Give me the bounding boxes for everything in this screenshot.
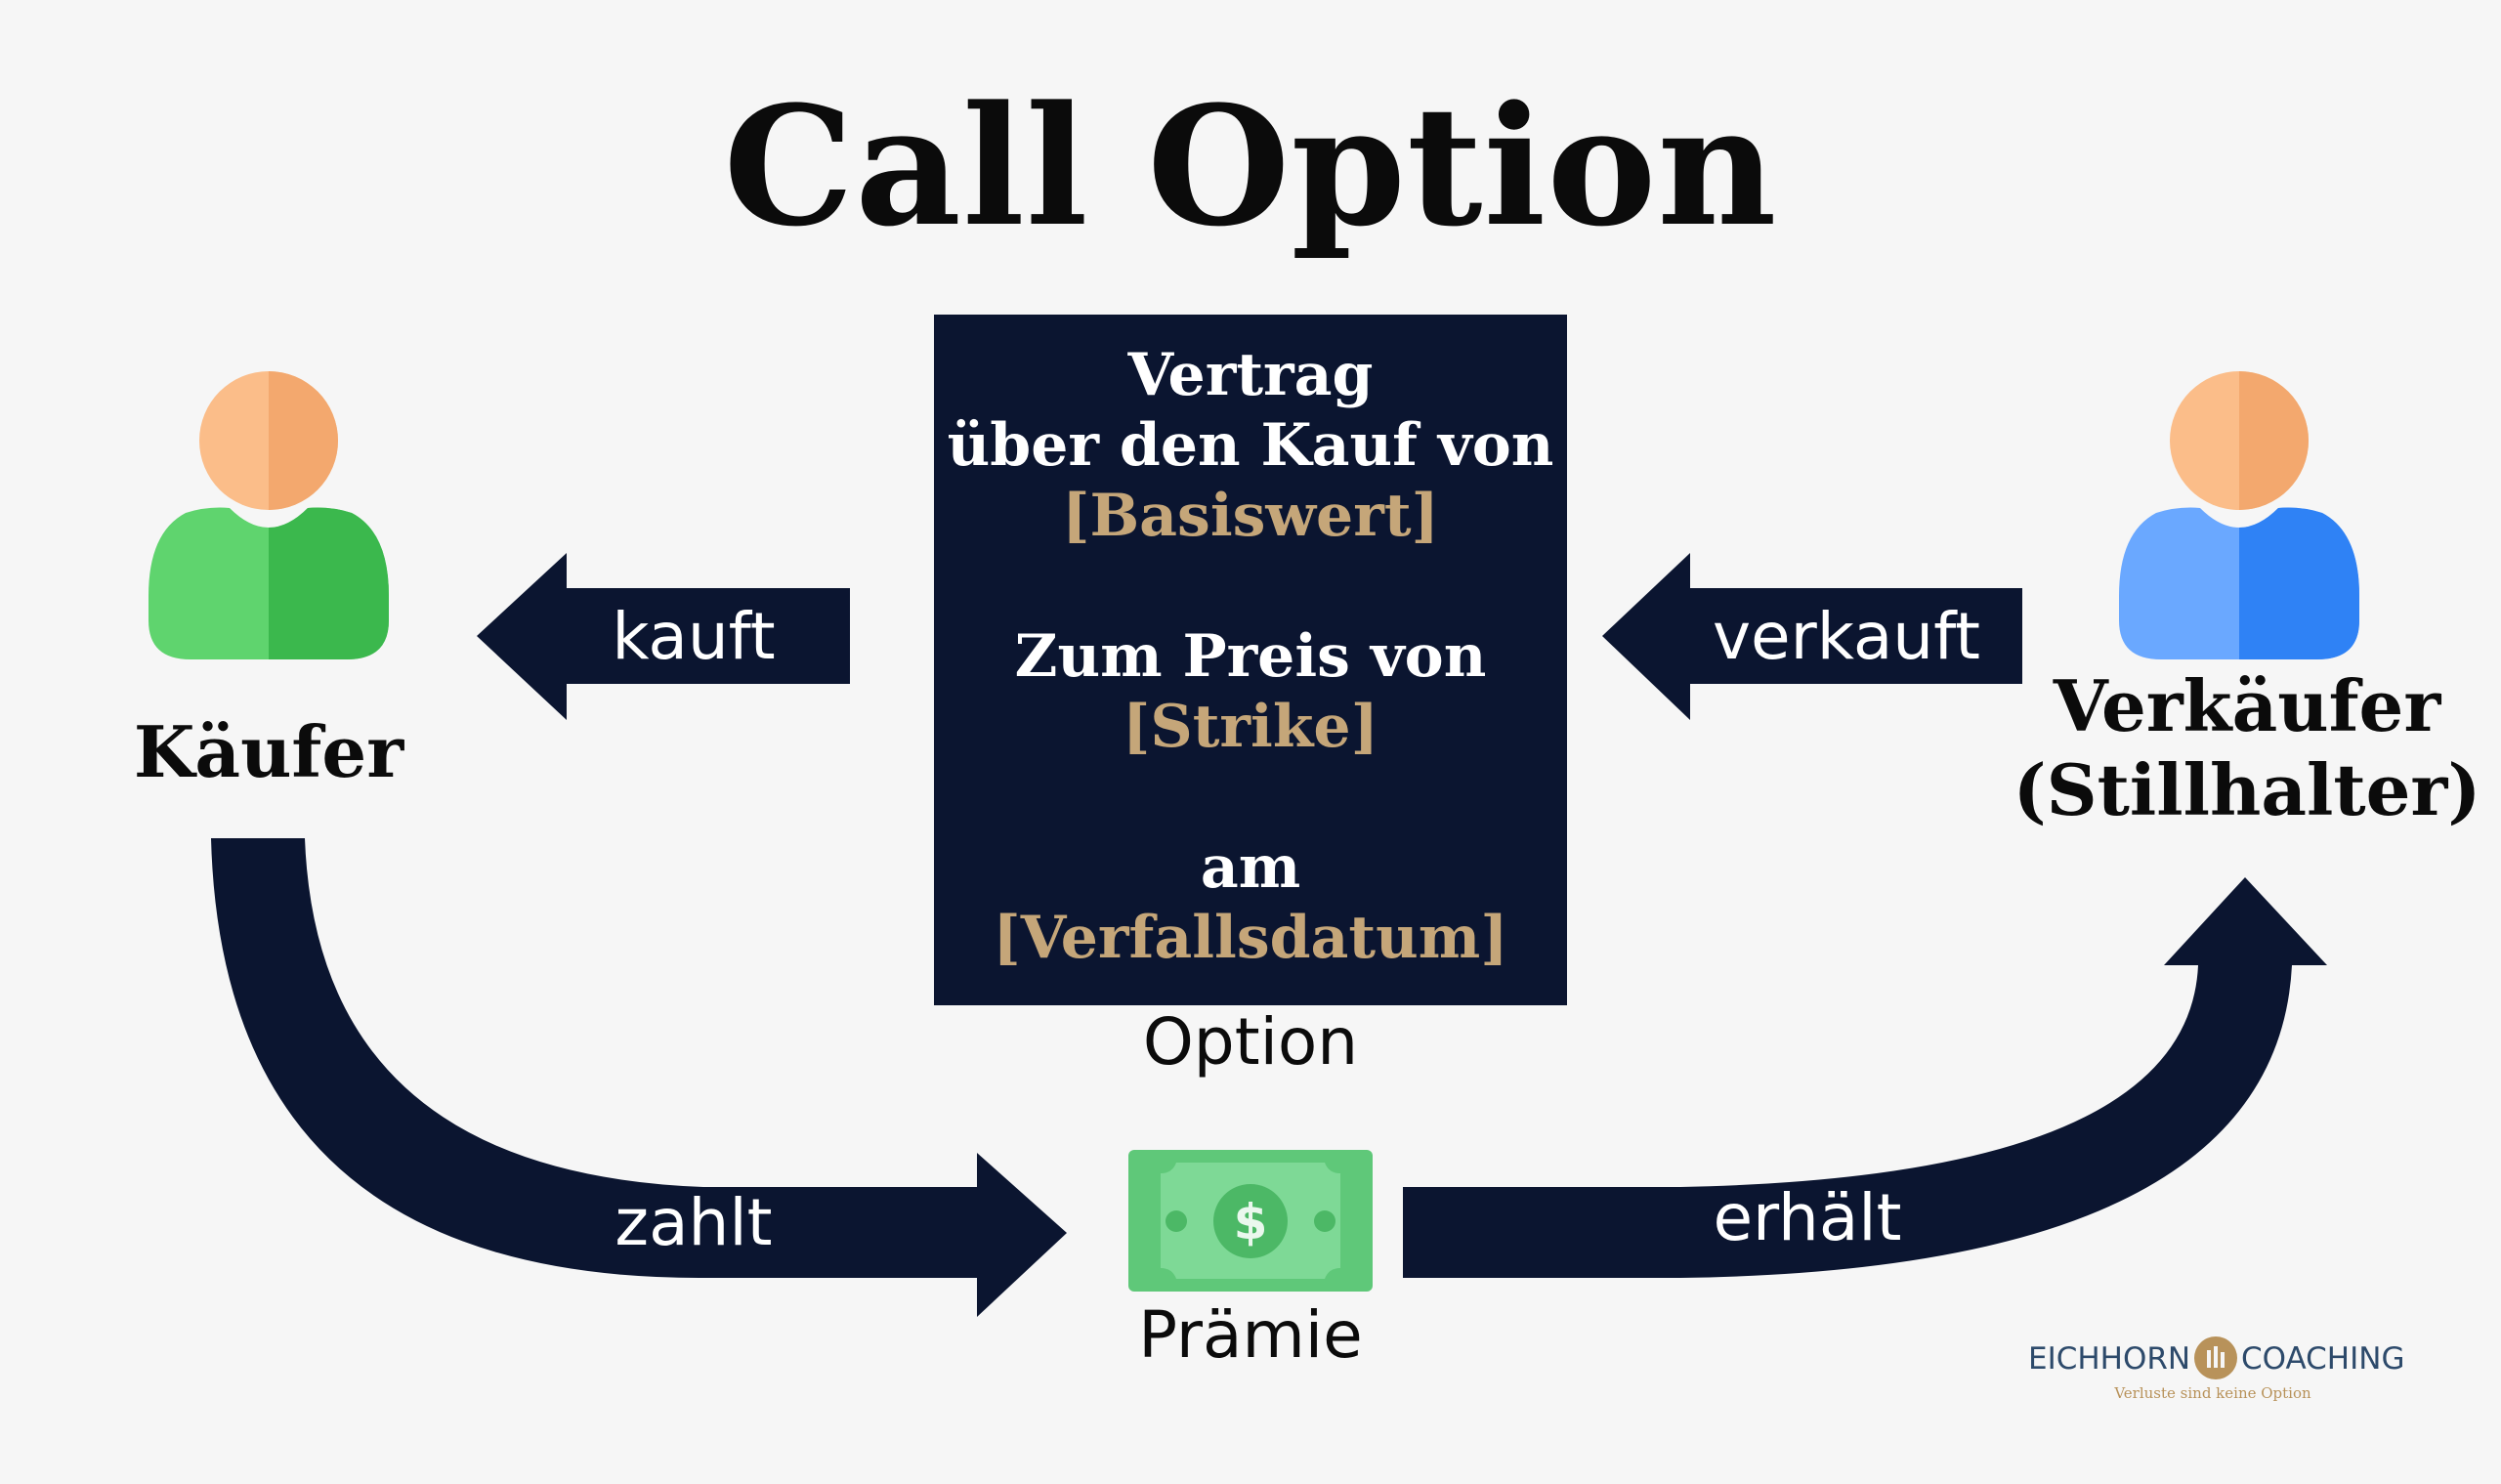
contract-strike: [Strike] bbox=[1123, 693, 1378, 761]
sells-arrow bbox=[1602, 553, 2022, 720]
seller-label-line-2: (Stillhalter) bbox=[2013, 748, 2481, 831]
option-label: Option bbox=[1142, 1004, 1359, 1080]
premium-label: Prämie bbox=[1138, 1297, 1363, 1373]
seller-person-icon bbox=[2119, 371, 2359, 659]
buyer-person-icon bbox=[148, 371, 389, 659]
contract-line-4: am bbox=[1200, 833, 1301, 902]
contract-line-1: Vertrag bbox=[1127, 341, 1374, 409]
logo-name: EICHHORN COACHING bbox=[2022, 1334, 2405, 1384]
receives-arrow-label: erhält bbox=[1713, 1180, 1902, 1255]
logo-name-left: EICHHORN bbox=[2028, 1341, 2191, 1377]
buys-arrow-label: kauft bbox=[612, 599, 776, 674]
sells-arrow-label: verkauft bbox=[1712, 599, 1981, 674]
pays-arrow bbox=[211, 838, 1067, 1317]
option-contract-box: Vertrag über den Kauf von [Basiswert] Zu… bbox=[934, 315, 1567, 1005]
logo-name-right: COACHING bbox=[2241, 1341, 2405, 1377]
buyer-label: Käufer bbox=[133, 710, 404, 793]
buys-arrow bbox=[477, 553, 850, 720]
receives-arrow bbox=[1403, 877, 2327, 1278]
seller-label-line-1: Verkäufer bbox=[2053, 664, 2441, 747]
contract-line-3: Zum Preis von bbox=[1014, 622, 1487, 691]
banknote-dollar-icon: $ bbox=[1128, 1150, 1373, 1292]
seller-label: Verkäufer (Stillhalter) bbox=[1993, 664, 2501, 832]
svg-text:$: $ bbox=[1234, 1194, 1268, 1251]
logo-tagline: Verluste sind keine Option bbox=[2114, 1384, 2311, 1402]
spacer bbox=[934, 762, 1567, 832]
contract-underlying: [Basiswert] bbox=[1062, 482, 1439, 550]
pays-arrow-label: zahlt bbox=[615, 1185, 773, 1260]
contract-expiry: [Verfallsdatum] bbox=[993, 904, 1508, 972]
page-title: Call Option bbox=[723, 69, 1778, 263]
spacer bbox=[934, 551, 1567, 621]
eichhorn-coaching-logo: EICHHORN COACHING Verluste sind keine Op… bbox=[2022, 1334, 2405, 1412]
contract-line-2: über den Kauf von bbox=[947, 411, 1554, 480]
logo-mark-icon bbox=[2194, 1336, 2237, 1379]
